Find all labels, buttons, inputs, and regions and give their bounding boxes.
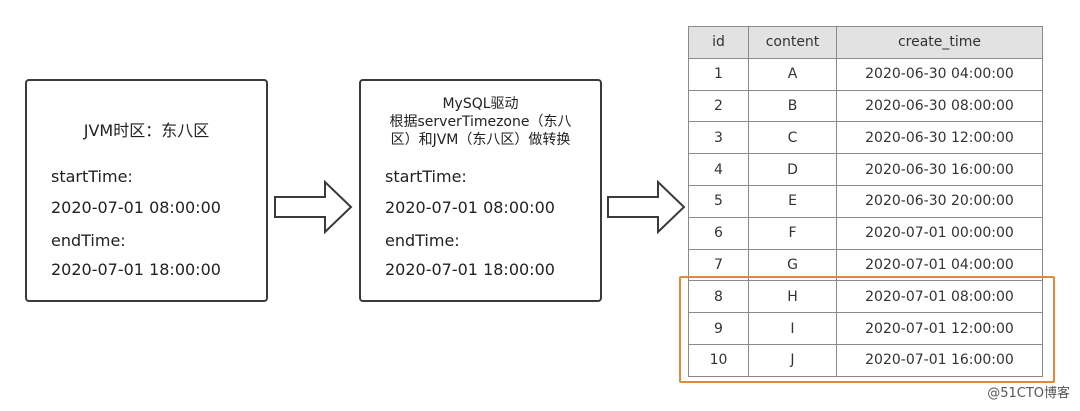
cell-content: I (748, 312, 837, 345)
cell-id: 4 (688, 153, 749, 186)
mysql-title-line: 根据serverTimezone（东八 (389, 114, 572, 130)
table-row: 9 I 2020-07-01 12:00:00 (688, 312, 1043, 345)
table-row: 10 J 2020-07-01 16:00:00 (688, 343, 1043, 377)
arrow-right-icon (607, 180, 686, 234)
table-header-row: id content create_time (688, 26, 1043, 59)
table-row: 4 D 2020-06-30 16:00:00 (688, 153, 1043, 186)
cell-create-time: 2020-06-30 16:00:00 (836, 153, 1043, 186)
mysql-title-line: MySQL驱动 (442, 96, 519, 112)
cell-id: 6 (688, 216, 749, 250)
cell-id: 9 (688, 312, 749, 345)
cell-create-time: 2020-06-30 12:00:00 (836, 121, 1043, 155)
cell-create-time: 2020-07-01 16:00:00 (836, 343, 1043, 377)
jvm-timezone-box: JVM时区：东八区 startTime: 2020-07-01 08:00:00… (25, 79, 268, 302)
cell-content: F (748, 216, 837, 250)
jvm-end-label: endTime: (51, 231, 126, 250)
cell-id: 1 (688, 57, 749, 91)
cell-content: G (748, 248, 837, 282)
jvm-box-title: JVM时区：东八区 (83, 121, 210, 140)
cell-id: 2 (688, 89, 749, 123)
column-header: create_time (836, 26, 1043, 59)
cell-id: 3 (688, 121, 749, 155)
cell-content: D (748, 153, 837, 186)
cell-content: C (748, 121, 837, 155)
cell-content: B (748, 89, 837, 123)
cell-create-time: 2020-06-30 20:00:00 (836, 184, 1043, 218)
cell-create-time: 2020-06-30 04:00:00 (836, 57, 1043, 91)
column-header: id (688, 26, 749, 59)
jvm-end-value: 2020-07-01 18:00:00 (51, 260, 221, 279)
jvm-start-label: startTime: (51, 167, 133, 186)
table-row: 8 H 2020-07-01 08:00:00 (688, 280, 1043, 314)
cell-id: 10 (688, 343, 749, 377)
cell-create-time: 2020-07-01 12:00:00 (836, 312, 1043, 345)
cell-id: 5 (688, 184, 749, 218)
cell-create-time: 2020-06-30 08:00:00 (836, 89, 1043, 123)
mysql-start-value: 2020-07-01 08:00:00 (385, 198, 555, 217)
result-table: id content create_time 1 A 2020-06-30 04… (688, 26, 1043, 377)
highlight-frame (679, 276, 1055, 383)
table-row: 5 E 2020-06-30 20:00:00 (688, 184, 1043, 218)
mysql-end-value: 2020-07-01 18:00:00 (385, 260, 555, 279)
cell-content: A (748, 57, 837, 91)
table-row: 6 F 2020-07-01 00:00:00 (688, 216, 1043, 250)
mysql-start-label: startTime: (385, 167, 467, 186)
cell-content: J (748, 343, 837, 377)
mysql-box-title: MySQL驱动 根据serverTimezone（东八 区）和JVM（东八区）做… (365, 95, 596, 149)
column-header: content (748, 26, 837, 59)
table-row: 2 B 2020-06-30 08:00:00 (688, 89, 1043, 123)
cell-create-time: 2020-07-01 00:00:00 (836, 216, 1043, 250)
watermark: @51CTO博客 (987, 386, 1070, 401)
table-row: 1 A 2020-06-30 04:00:00 (688, 57, 1043, 91)
mysql-end-label: endTime: (385, 231, 460, 250)
mysql-driver-box: MySQL驱动 根据serverTimezone（东八 区）和JVM（东八区）做… (359, 79, 602, 302)
arrow-right-icon (274, 180, 353, 234)
cell-create-time: 2020-07-01 08:00:00 (836, 280, 1043, 314)
cell-content: E (748, 184, 837, 218)
mysql-title-line: 区）和JVM（东八区）做转换 (390, 132, 571, 148)
cell-content: H (748, 280, 837, 314)
table-row: 3 C 2020-06-30 12:00:00 (688, 121, 1043, 155)
jvm-start-value: 2020-07-01 08:00:00 (51, 198, 221, 217)
